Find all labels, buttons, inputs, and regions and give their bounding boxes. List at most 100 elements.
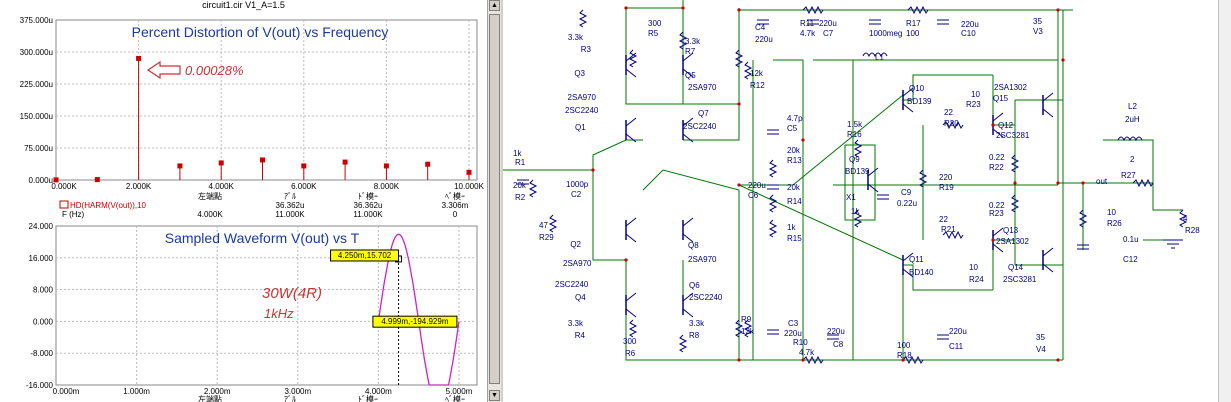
chart2-x-bottom-label: ﾍﾞ模ｰ xyxy=(445,394,465,402)
component-label: 300 xyxy=(648,19,662,28)
data-point xyxy=(301,163,307,169)
plot-vertical-scrollbar[interactable]: ▲ ▼ xyxy=(487,0,501,402)
resistor xyxy=(942,120,964,130)
component-label: Q2 xyxy=(570,240,581,249)
component-label: BD139 xyxy=(907,97,932,106)
resistor xyxy=(578,9,588,28)
chart2-y-tick: 16.000 xyxy=(29,254,54,263)
plot-area: 0.000u75.000u150.000u225.000u300.000u375… xyxy=(20,16,485,402)
wire xyxy=(592,139,643,170)
chart2-y-tick: -8.000 xyxy=(30,349,53,358)
chart1-title: Percent Distortion of V(out) vs Frequenc… xyxy=(132,24,389,40)
transistor xyxy=(625,292,637,302)
component-label: 220u xyxy=(755,35,773,44)
cursor2-label: 4.999m,-194.929m xyxy=(381,317,448,326)
wire xyxy=(739,94,904,186)
component-label: R23 xyxy=(966,100,981,109)
data-point xyxy=(177,163,183,169)
junction-dot xyxy=(1061,58,1065,62)
chart2-y-tick: 8.000 xyxy=(33,286,54,295)
scroll-down-icon[interactable]: ▼ xyxy=(489,390,500,401)
component-label: C7 xyxy=(823,29,834,38)
chart1-frame xyxy=(55,19,478,181)
component-label: X1 xyxy=(846,193,856,202)
component-label: 1.5k xyxy=(847,120,863,129)
readout-label: ﾍﾞ模ｰ xyxy=(445,191,465,201)
component-label: Q15 xyxy=(993,94,1009,103)
component-label: 220u xyxy=(827,327,845,336)
junction-dot xyxy=(1081,181,1085,185)
component-label: 2SC2240 xyxy=(555,280,589,289)
resistor xyxy=(628,319,638,338)
resistor xyxy=(1010,154,1020,173)
component-label: 4.7k xyxy=(800,29,816,38)
component-label: 22 xyxy=(939,215,948,224)
component-label: 10 xyxy=(1107,208,1116,217)
resistor xyxy=(802,5,824,15)
component-label: 2SA970 xyxy=(568,93,597,102)
cursor1-label: 4.250m,15.702 xyxy=(338,251,392,260)
x-axis-label: F (Hz) xyxy=(62,210,85,219)
component-label: 3.3k xyxy=(568,319,584,328)
schematic-vertical-scrollbar[interactable] xyxy=(1218,0,1231,402)
data-point xyxy=(342,159,348,165)
chart1-y-tick: 75.000u xyxy=(24,144,53,153)
junction-dot xyxy=(1056,358,1060,362)
component-label: 3.3k xyxy=(685,37,701,46)
resistor xyxy=(768,194,778,213)
transistor xyxy=(902,87,914,97)
component-label: 220u xyxy=(784,329,802,338)
resistor xyxy=(743,61,753,80)
wire xyxy=(1103,139,1154,183)
component-label: 2 xyxy=(1130,155,1135,164)
scroll-thumb[interactable] xyxy=(489,14,500,384)
scroll-up-icon[interactable]: ▲ xyxy=(489,0,500,11)
resistor xyxy=(902,355,924,365)
component-label: 47 xyxy=(539,221,548,230)
component-label: R1 xyxy=(515,158,526,167)
wire xyxy=(683,104,740,141)
junction-dot xyxy=(681,6,685,10)
chart2-x-bottom-label: ｱﾞﾙ xyxy=(284,395,296,402)
resistor xyxy=(1078,209,1088,228)
component-label: R5 xyxy=(648,29,659,38)
chart2-x-bottom-label: 左端點 xyxy=(198,394,222,402)
transistor xyxy=(867,167,879,177)
wire xyxy=(992,75,1016,126)
data-point xyxy=(218,160,224,166)
resistor xyxy=(734,49,744,68)
transistor xyxy=(625,233,637,243)
transistor xyxy=(625,133,637,143)
component-label: 2SC2240 xyxy=(683,122,717,131)
component-label: 2uH xyxy=(1125,115,1140,124)
transistor xyxy=(682,133,694,143)
component-label: 4 xyxy=(1183,214,1188,223)
component-label: 4.7k xyxy=(799,348,815,357)
inductor-L1 xyxy=(862,52,888,58)
readout-value: 36.362u xyxy=(276,201,305,210)
wire xyxy=(773,59,804,140)
junction-dot xyxy=(737,183,741,187)
component-label: R8 xyxy=(689,331,700,340)
chart1-y-tick: 150.000u xyxy=(20,112,53,121)
transistor xyxy=(625,308,637,318)
chart2-y-tick: 24.000 xyxy=(29,222,54,231)
component-label: Q4 xyxy=(575,293,586,302)
resistor xyxy=(528,179,538,198)
chart1-y-tick: 0.000u xyxy=(29,176,53,185)
component-label: R29 xyxy=(539,233,554,242)
chart1-x-tick: 10.000K xyxy=(454,182,484,191)
component-label: R4 xyxy=(575,331,586,340)
component-label: R22 xyxy=(989,163,1004,172)
annotation-text: 0.00028% xyxy=(185,63,244,78)
legend-series-name: HD(HARM(V(out)),10 xyxy=(70,201,147,210)
component-label: 3.3k xyxy=(568,33,584,42)
component-label: 1000meg xyxy=(869,29,902,38)
component-label: 2SA970 xyxy=(688,83,717,92)
resistor xyxy=(1010,194,1020,213)
data-point xyxy=(53,177,59,183)
resistor xyxy=(802,355,824,365)
component-label: Q8 xyxy=(688,241,699,250)
